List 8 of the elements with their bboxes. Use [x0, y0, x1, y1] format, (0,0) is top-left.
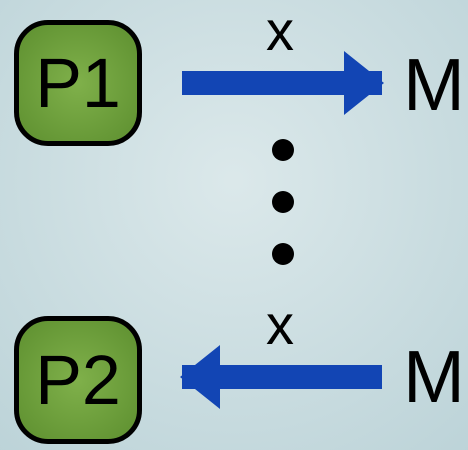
- arrow: [180, 345, 382, 409]
- node-label: M: [402, 42, 466, 128]
- process-box: P2: [14, 316, 142, 444]
- arrow: [182, 51, 384, 115]
- edge-label: x: [266, 297, 294, 353]
- process-box: P1: [14, 20, 142, 146]
- node-label: M: [402, 334, 466, 420]
- edge-label: x: [266, 3, 294, 59]
